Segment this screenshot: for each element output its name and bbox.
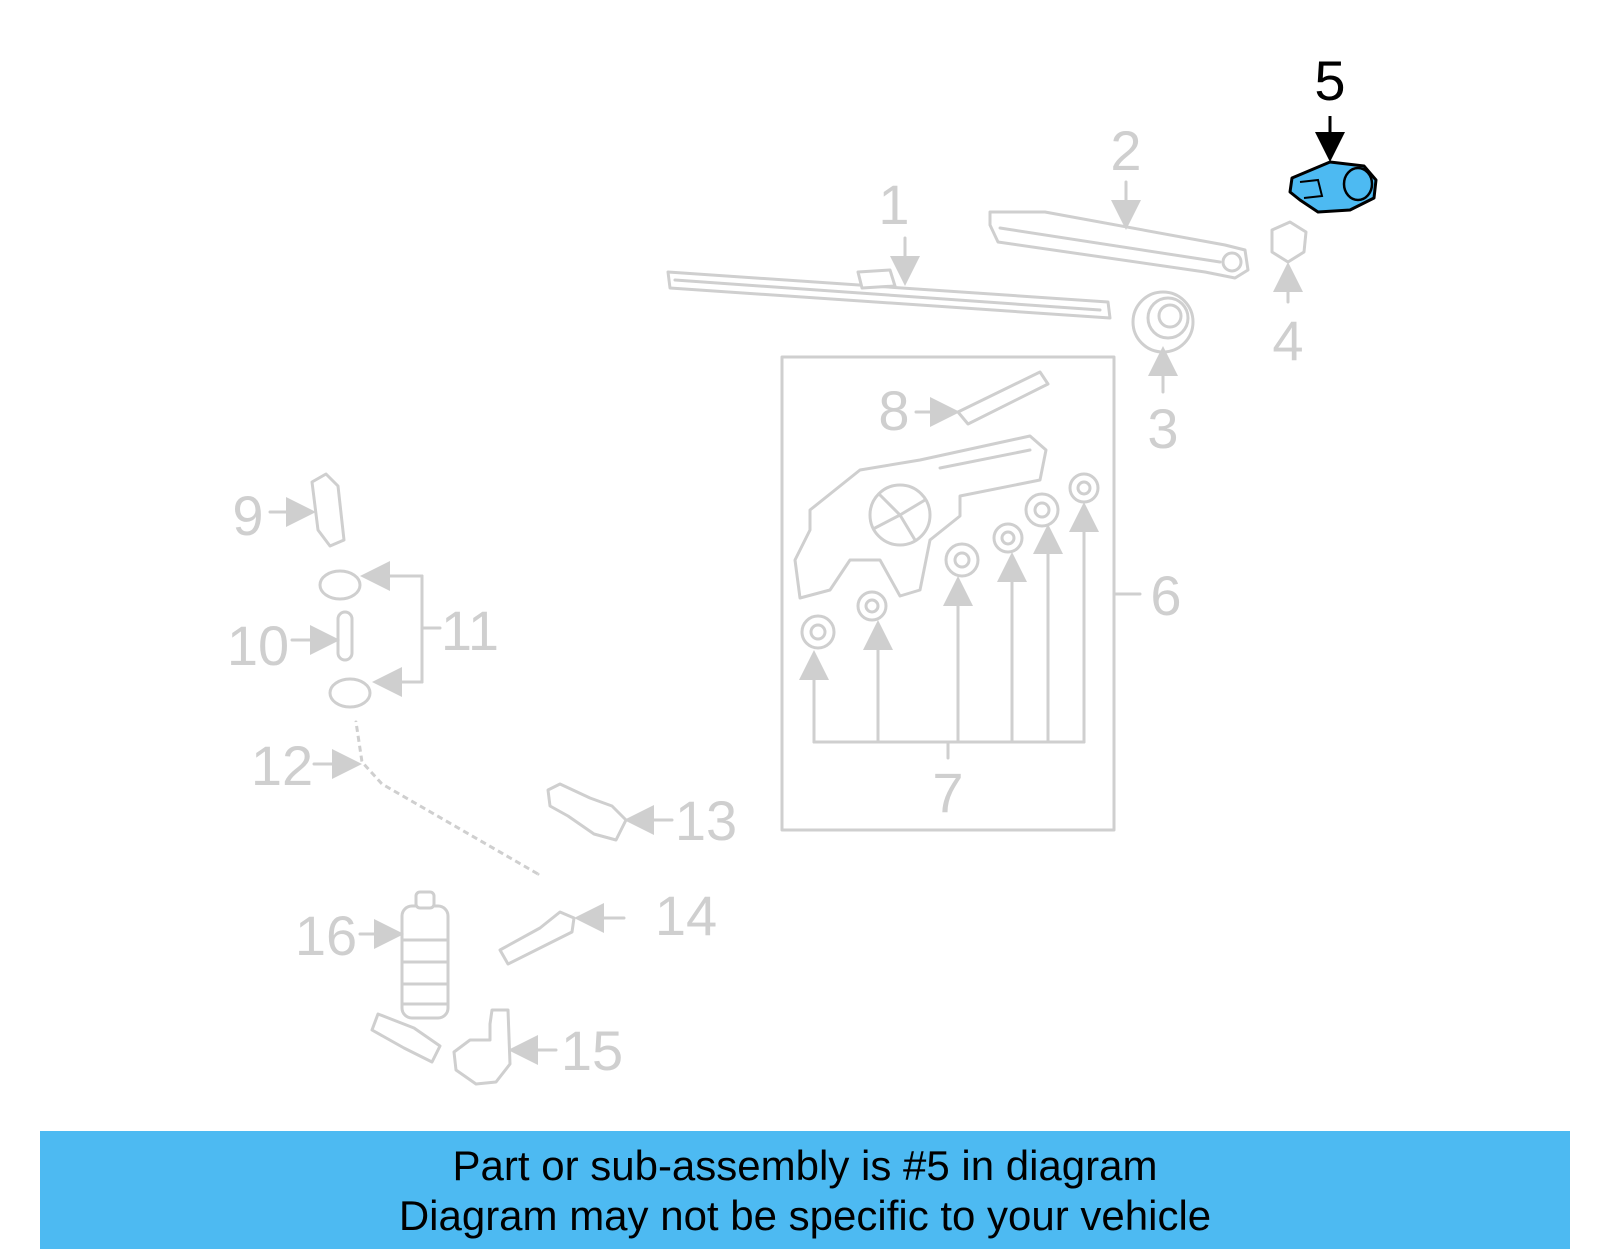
part-7-bushings[interactable] <box>800 472 1100 650</box>
banner-line-1: Part or sub-assembly is #5 in diagram <box>452 1142 1158 1189</box>
callout-3: 3 <box>1147 397 1178 460</box>
callout-6: 6 <box>1150 564 1181 627</box>
callout-4: 4 <box>1272 309 1303 372</box>
arrows-11 <box>360 561 442 697</box>
banner-line-2: Diagram may not be specific to your vehi… <box>398 1192 1212 1239</box>
part-16-washer-pump[interactable] <box>370 890 450 1064</box>
callout-2: 2 <box>1110 119 1141 182</box>
part-1-wiper-blade[interactable] <box>666 268 1112 320</box>
callout-1: 1 <box>878 173 909 236</box>
callout-13: 13 <box>675 789 737 852</box>
callout-10: 10 <box>227 614 289 677</box>
part-8-pivot-shaft[interactable] <box>956 370 1050 426</box>
part-14-connector[interactable] <box>498 910 576 966</box>
part-13-check-valve[interactable] <box>546 782 628 842</box>
part-4-nut[interactable] <box>1270 220 1308 264</box>
part-15-elbow[interactable] <box>452 1008 512 1086</box>
callout-7: 7 <box>932 761 963 824</box>
callout-14: 14 <box>655 884 717 947</box>
part-3-grommet[interactable] <box>1131 290 1195 354</box>
callout-8: 8 <box>878 379 909 442</box>
callout-16: 16 <box>295 904 357 967</box>
callout-11: 11 <box>441 599 499 662</box>
callout-5: 5 <box>1314 49 1345 112</box>
part-9-nozzle[interactable] <box>310 472 346 548</box>
callout-15: 15 <box>561 1019 623 1082</box>
part-5-cap-highlighted[interactable] <box>1288 160 1378 214</box>
part-10-connector[interactable] <box>336 610 354 662</box>
part-12-hose[interactable] <box>354 720 540 876</box>
callout-9: 9 <box>232 484 263 547</box>
arrows-7 <box>799 502 1099 760</box>
info-banner: Part or sub-assembly is #5 in diagram Di… <box>40 1131 1570 1249</box>
callout-12: 12 <box>251 734 313 797</box>
part-6-wiper-motor[interactable] <box>793 434 1048 600</box>
part-2-wiper-arm[interactable] <box>988 210 1250 280</box>
